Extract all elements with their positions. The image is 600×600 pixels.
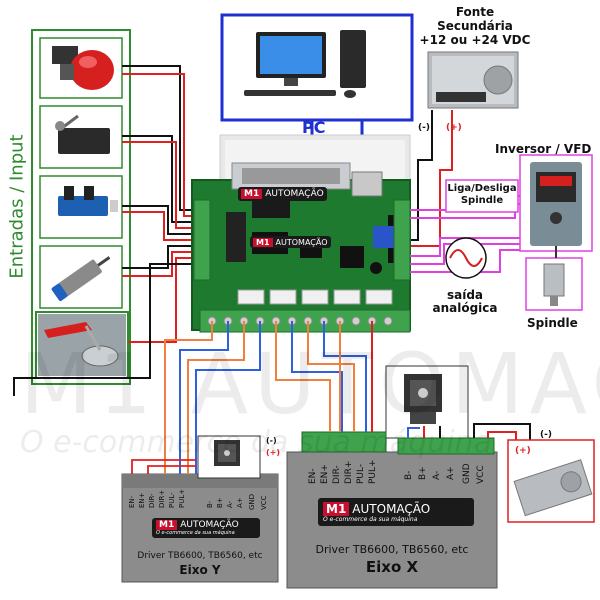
limit-switch-icon xyxy=(39,105,123,169)
driver-x-pin: DIR- xyxy=(332,465,342,484)
fonte-line3: +12 ou +24 VDC xyxy=(419,33,531,47)
power-supply-2-icon xyxy=(513,459,593,517)
driver-y-pins: EN- EN+ DIR- DIR+ PUL- PUL+ xyxy=(128,488,198,510)
driver-y-motor-pins: B- B+ A- A+ GND VCC xyxy=(206,490,276,510)
driver-x-motor-pin: A+ xyxy=(446,466,456,480)
board-logo-2: M1 AUTOMAÇÃO xyxy=(250,236,331,248)
fonte-title: Fonte Secundária +12 ou +24 VDC xyxy=(410,5,540,47)
board-logo-2-brand: AUTOMAÇÃO xyxy=(275,237,328,247)
driver-y-pin: EN- xyxy=(128,495,136,508)
spindle-icon xyxy=(543,263,565,306)
driver-y-logo-m1: M1 xyxy=(156,520,178,530)
pc-icon xyxy=(244,30,366,98)
board-logo-2-m1: M1 xyxy=(253,237,273,247)
driver-y-pin: PUL+ xyxy=(178,488,186,508)
driver-x-motor-pin: A- xyxy=(432,470,442,480)
saida-line1: saída xyxy=(446,288,484,302)
driver-x-pins: EN- EN+ DIR- DIR+ PUL- PUL+ xyxy=(308,458,388,488)
driver-y-pin: EN+ xyxy=(138,492,146,508)
driver-y-pin: DIR- xyxy=(148,493,156,508)
touch-probe-icon xyxy=(35,311,129,379)
liga-line1: Liga/Desliga xyxy=(447,183,517,194)
driver-y-motor-pin: VCC xyxy=(260,495,268,510)
driver-y-logo-tag: O e-commerce da sua máquina xyxy=(156,530,235,536)
inductive-sensor-icon xyxy=(39,245,123,309)
driver-y-minus: (-) xyxy=(266,436,277,445)
emergency-stop-icon xyxy=(39,37,123,99)
driver-x-axis: Eixo X xyxy=(365,558,419,576)
driver-x-model: Driver TB6600, TB6560, etc xyxy=(315,543,469,556)
board-logo-m1: M1 xyxy=(241,189,263,199)
fonte-line2: Secundária xyxy=(437,19,513,33)
driver-x-logo-brand: AUTOMAÇÃO xyxy=(352,501,431,516)
driver-x-motor-pin: GND xyxy=(462,463,472,484)
liga-desliga-label: Liga/Desliga Spindle xyxy=(446,183,518,207)
driver-x-pin: PUL- xyxy=(356,463,366,484)
driver-x-pin: EN- xyxy=(308,468,318,484)
breakout-board xyxy=(191,134,411,333)
liga-desliga-box xyxy=(445,179,519,213)
pc-label: PC xyxy=(302,118,326,137)
entradas-label: Entradas / Input xyxy=(6,134,28,279)
driver-y-pin: DIR+ xyxy=(158,489,166,508)
fonte-plus-label: (+) xyxy=(446,123,462,133)
driver-y-logo-brand: AUTOMAÇÃO xyxy=(180,520,239,530)
analog-signal-icon xyxy=(445,237,487,279)
power-supply-icon xyxy=(427,51,519,109)
vfd-icon xyxy=(530,162,582,246)
board-logo: M1 AUTOMAÇÃO xyxy=(238,187,327,201)
saida-line2: analógica xyxy=(432,301,498,315)
driver-x-motor-pin: B- xyxy=(404,470,414,480)
spindle-label: Spindle xyxy=(527,316,578,330)
driver-y-model: Driver TB6600, TB6560, etc xyxy=(137,551,263,561)
driver-x-pin: PUL+ xyxy=(368,459,378,484)
fonte-line1: Fonte xyxy=(455,5,495,19)
saida-analogica-label: saída analógica xyxy=(428,289,502,315)
driver-y-motor-pin: A+ xyxy=(236,497,244,508)
driver-y-axis: Eixo Y xyxy=(179,563,221,577)
driver-x-logo-tag: O e-commerce da sua máquina xyxy=(323,515,418,523)
fonte-minus-label: (-) xyxy=(418,123,430,133)
driver-y-motor-pin: A- xyxy=(226,500,234,508)
stepper-motor-x-icon xyxy=(404,374,442,424)
driver-x-logo-m1: M1 xyxy=(323,501,350,516)
driver-y-motor-pin: B+ xyxy=(216,497,224,508)
driver-x-motor-pin: VCC xyxy=(476,465,486,484)
driver-y-motor-pin: B- xyxy=(206,500,214,508)
optical-sensor-icon xyxy=(39,175,123,239)
driver-x-plus: (+) xyxy=(515,446,531,456)
driver-y-plus: (+) xyxy=(266,448,281,457)
inversor-label: Inversor / VFD xyxy=(495,142,592,156)
driver-x-pin: EN+ xyxy=(320,464,330,484)
driver-y-pin: PUL- xyxy=(168,492,176,508)
driver-y-motor-pin: GND xyxy=(248,493,256,510)
liga-line2: Spindle xyxy=(460,195,504,206)
driver-x-minus: (-) xyxy=(540,430,552,440)
watermark: M1 AUTOMAÇÃO xyxy=(20,335,600,433)
driver-x-motor-pins: B- B+ A- A+ GND VCC xyxy=(404,458,494,488)
stepper-motor-y-icon xyxy=(214,440,240,466)
driver-x-motor-pin: B+ xyxy=(418,466,428,480)
watermark-subtitle: O e-commerce da sua máquina xyxy=(20,425,492,460)
driver-x-pin: DIR+ xyxy=(344,460,354,484)
board-logo-brand: AUTOMAÇÃO xyxy=(265,189,324,199)
